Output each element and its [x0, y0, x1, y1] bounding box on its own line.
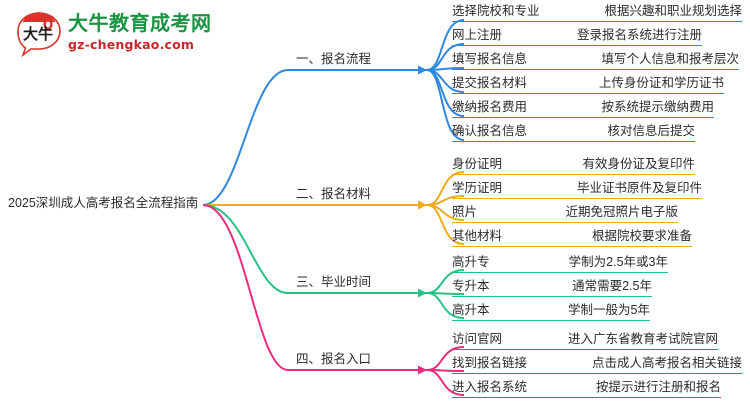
leaf-row[interactable]: 身份证明 有效身份证及复印件: [452, 155, 695, 175]
branch-node-1[interactable]: 一、报名流程: [296, 52, 371, 70]
branch-node-2-label: 二、报名材料: [296, 187, 372, 201]
leaf-desc: 通常需要2.5年: [572, 279, 652, 293]
logo-title: 大牛教育成考网: [68, 11, 212, 35]
leaf-name: 网上注册: [452, 28, 503, 42]
leaf-row[interactable]: 访问官网 进入广东省教育考试院官网: [452, 330, 718, 350]
leaf-desc: 填写个人信息和报考层次: [601, 52, 739, 66]
leaf-desc: 根据兴趣和职业规划选择: [604, 4, 742, 18]
leaf-name: 照片: [452, 205, 478, 219]
branch-node-3-label: 三、毕业时间: [296, 275, 372, 289]
leaf-name: 专升本: [452, 279, 490, 293]
leaf-name: 缴纳报名费用: [452, 100, 528, 114]
leaf-name: 访问官网: [452, 332, 503, 346]
leaf-name: 填写报名信息: [452, 52, 528, 66]
leaf-row[interactable]: 学历证明 毕业证书原件及复印件: [452, 179, 702, 199]
leaf-name: 其他材料: [452, 229, 503, 243]
branch-node-4[interactable]: 四、报名入口: [296, 352, 371, 370]
leaf-row[interactable]: 选择院校和专业 根据兴趣和职业规划选择: [452, 2, 742, 22]
leaf-row[interactable]: 网上注册 登录报名系统进行注册: [452, 26, 702, 46]
leaf-row[interactable]: 提交报名材料 上传身份证和学历证书: [452, 74, 724, 94]
branch-node-1-label: 一、报名流程: [296, 52, 372, 66]
branch-node-2[interactable]: 二、报名材料: [296, 187, 371, 205]
leaf-row[interactable]: 确认报名信息 核对信息后提交: [452, 122, 695, 142]
leaf-desc: 进入广东省教育考试院官网: [567, 332, 718, 346]
leaf-desc: 有效身份证及复印件: [582, 157, 695, 171]
leaf-desc: 上传身份证和学历证书: [598, 76, 724, 90]
logo-subtitle: gz-chengkao.com: [68, 37, 195, 52]
mindmap-root-node[interactable]: 2025深圳成人高考报名全流程指南: [8, 195, 204, 211]
leaf-row[interactable]: 缴纳报名费用 按系统提示缴纳费用: [452, 98, 714, 118]
leaf-row[interactable]: 专升本 通常需要2.5年: [452, 277, 652, 297]
leaf-row[interactable]: 找到报名链接 点击成人高考报名相关链接: [452, 354, 742, 374]
leaf-desc: 学制为2.5年或3年: [568, 255, 668, 269]
root-node-label: 2025深圳成人高考报名全流程指南: [8, 196, 199, 210]
site-logo: 大牛 大牛教育成考网 gz-chengkao.com: [14, 8, 244, 60]
leaf-desc: 点击成人高考报名相关链接: [591, 356, 742, 370]
leaf-row[interactable]: 高升本 学制一般为5年: [452, 301, 650, 321]
leaf-name: 高升专: [452, 255, 490, 269]
leaf-desc: 根据院校要求准备: [591, 229, 692, 243]
logo-mark-icon: 大牛: [14, 10, 64, 58]
leaf-desc: 近期免冠照片电子版: [565, 205, 678, 219]
svg-text:大牛: 大牛: [23, 25, 53, 43]
leaf-name: 选择院校和专业: [452, 4, 540, 18]
leaf-desc: 学制一般为5年: [568, 303, 650, 317]
leaf-name: 提交报名材料: [452, 76, 528, 90]
leaf-desc: 按提示进行注册和报名: [595, 380, 721, 394]
leaf-desc: 毕业证书原件及复印件: [576, 181, 702, 195]
leaf-name: 确认报名信息: [452, 124, 528, 138]
leaf-row[interactable]: 进入报名系统 按提示进行注册和报名: [452, 378, 721, 398]
branch-node-3[interactable]: 三、毕业时间: [296, 275, 371, 293]
leaf-row[interactable]: 高升专 学制为2.5年或3年: [452, 253, 668, 273]
logo-wordmark: 大牛教育成考网 gz-chengkao.com: [68, 11, 243, 53]
leaf-row[interactable]: 其他材料 根据院校要求准备: [452, 227, 692, 247]
leaf-name: 身份证明: [452, 157, 503, 171]
leaf-row[interactable]: 填写报名信息 填写个人信息和报考层次: [452, 50, 739, 70]
leaf-name: 学历证明: [452, 181, 503, 195]
leaf-name: 高升本: [452, 303, 490, 317]
leaf-name: 进入报名系统: [452, 380, 528, 394]
leaf-desc: 核对信息后提交: [607, 124, 695, 138]
leaf-desc: 按系统提示缴纳费用: [601, 100, 714, 114]
branch-node-4-label: 四、报名入口: [296, 352, 372, 366]
leaf-row[interactable]: 照片 近期免冠照片电子版: [452, 203, 678, 223]
leaf-desc: 登录报名系统进行注册: [576, 28, 702, 42]
leaf-name: 找到报名链接: [452, 356, 528, 370]
